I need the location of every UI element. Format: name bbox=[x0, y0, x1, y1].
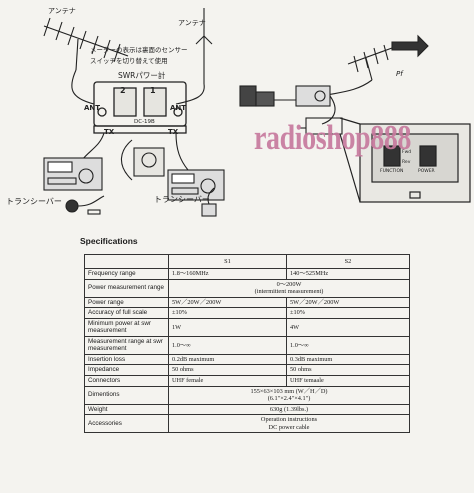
spec-value-s2: 50 ohms bbox=[286, 364, 410, 376]
panel-rev-label: Rev bbox=[402, 160, 411, 165]
spec-value-s2: 140～525MHz bbox=[286, 268, 410, 280]
spec-value-s2: 1.0～∞ bbox=[286, 335, 410, 355]
antenna-right-label: アンテナ bbox=[178, 19, 206, 27]
port-ant-left: ANT bbox=[84, 104, 101, 112]
header-s1: S1 bbox=[168, 254, 287, 269]
spec-value-s1: 0.2dB maximum bbox=[168, 353, 287, 366]
spec-label: Minimum power at swr measurement bbox=[84, 317, 169, 337]
spec-value-s1: ±10% bbox=[168, 307, 287, 319]
spec-value-s2: UHF temaale bbox=[286, 375, 410, 387]
microphone-right bbox=[201, 187, 217, 217]
specifications-header-row: S1 S2 bbox=[84, 254, 410, 269]
antenna-left-label: アンテナ bbox=[48, 7, 76, 15]
transceiver-right bbox=[167, 169, 225, 201]
panel-fwd-label: Fwd bbox=[402, 150, 412, 155]
port-tx-left: TX bbox=[104, 128, 115, 136]
note-line-1: メーターの表示は裏面のセンサー bbox=[90, 46, 188, 54]
specifications-title: Specifications bbox=[80, 236, 138, 246]
station-setup-right bbox=[239, 85, 343, 135]
spec-label: Connectors bbox=[84, 375, 169, 387]
spec-value-s2: 5W／20W／200W bbox=[286, 296, 410, 309]
header-s2: S2 bbox=[286, 254, 410, 269]
spec-value-merged: 630g (1.39lbs.) bbox=[168, 403, 410, 416]
spec-value-s2: 0.3dB maximum bbox=[286, 353, 410, 366]
spec-label: Power measurement range bbox=[84, 278, 169, 298]
spec-row: Accuracy of full scale±10%±10% bbox=[84, 307, 410, 319]
spec-value-line: DC power cable bbox=[268, 423, 310, 431]
yagi-antenna-top-right bbox=[321, 34, 429, 97]
spec-label: Weight bbox=[84, 403, 169, 416]
swr-meter bbox=[93, 81, 187, 134]
meter-number-1: 1 bbox=[150, 86, 156, 95]
panel-power-label: POWER bbox=[418, 169, 435, 174]
spec-label: Insertion loss bbox=[84, 353, 169, 366]
vertical-antenna-right bbox=[195, 8, 213, 84]
spec-value-merged: 155×63×103 mm (W／H／D)(6.1"×2.4"×4.1") bbox=[168, 385, 410, 405]
spec-label: Frequency range bbox=[84, 268, 169, 280]
spec-label: Dimentions bbox=[84, 385, 169, 405]
watermark-text: radioshop888 bbox=[254, 118, 412, 157]
spec-row: Weight 630g (1.39lbs.) bbox=[84, 403, 410, 416]
spec-value-line: 0～200W bbox=[276, 280, 302, 288]
diagram-illustration bbox=[43, 8, 471, 217]
spec-label: Power range bbox=[84, 296, 169, 309]
meter-panel-closeup bbox=[339, 117, 471, 203]
yagi-antenna-left bbox=[43, 17, 129, 71]
port-tx-right: TX bbox=[168, 128, 179, 136]
spec-label: Measurement range at swr measurement bbox=[84, 335, 169, 355]
spec-value-line: 155×63×103 mm (W／H／D) bbox=[250, 387, 328, 395]
spec-value-line: 630g (1.39lbs.) bbox=[269, 405, 309, 413]
transceiver-right-label: トランシーバー bbox=[154, 195, 210, 204]
connection-diagram: アンテナ アンテナ メーターの表示は裏面のセンサー スイッチを切り替えて使用 S… bbox=[0, 0, 474, 232]
header-blank bbox=[84, 254, 169, 269]
spec-label: Accuracy of full scale bbox=[84, 307, 169, 319]
spec-value-s2: 4W bbox=[286, 317, 410, 337]
port-ant-right: ANT bbox=[170, 104, 187, 112]
spec-value-s1: 5W／20W／200W bbox=[168, 296, 287, 309]
spec-value-s1: 1.8～160MHz bbox=[168, 268, 287, 280]
panel-function-label: FUNCTION bbox=[380, 169, 404, 174]
spec-label: Accessories bbox=[84, 414, 169, 434]
spec-value-s1: 1W bbox=[168, 317, 287, 337]
microphone-left bbox=[65, 195, 105, 215]
monitor-center bbox=[133, 147, 165, 177]
spec-value-s1: UHF female bbox=[168, 375, 287, 387]
spec-value-s1: 1.0～∞ bbox=[168, 335, 287, 355]
spec-label: Impedance bbox=[84, 364, 169, 376]
spec-value-line: (intermittent measurement) bbox=[254, 288, 324, 296]
arrow-label: Pf bbox=[396, 70, 403, 78]
meter-number-2: 2 bbox=[120, 86, 126, 95]
spec-value-s1: 50 ohms bbox=[168, 364, 287, 376]
spec-value-s2: ±10% bbox=[286, 307, 410, 319]
transceiver-left bbox=[43, 157, 103, 191]
spec-value-line: (6.1"×2.4"×4.1") bbox=[267, 395, 311, 403]
spec-value-merged: 0～200W(intermittent measurement) bbox=[168, 278, 410, 298]
meter-title: SWRパワー計 bbox=[118, 71, 166, 80]
model-label: DC-19B bbox=[134, 119, 155, 125]
note-line-2: スイッチを切り替えて使用 bbox=[90, 57, 168, 65]
transceiver-left-label: トランシーバー bbox=[6, 197, 62, 206]
spec-value-line: Operation instructions bbox=[260, 416, 318, 424]
